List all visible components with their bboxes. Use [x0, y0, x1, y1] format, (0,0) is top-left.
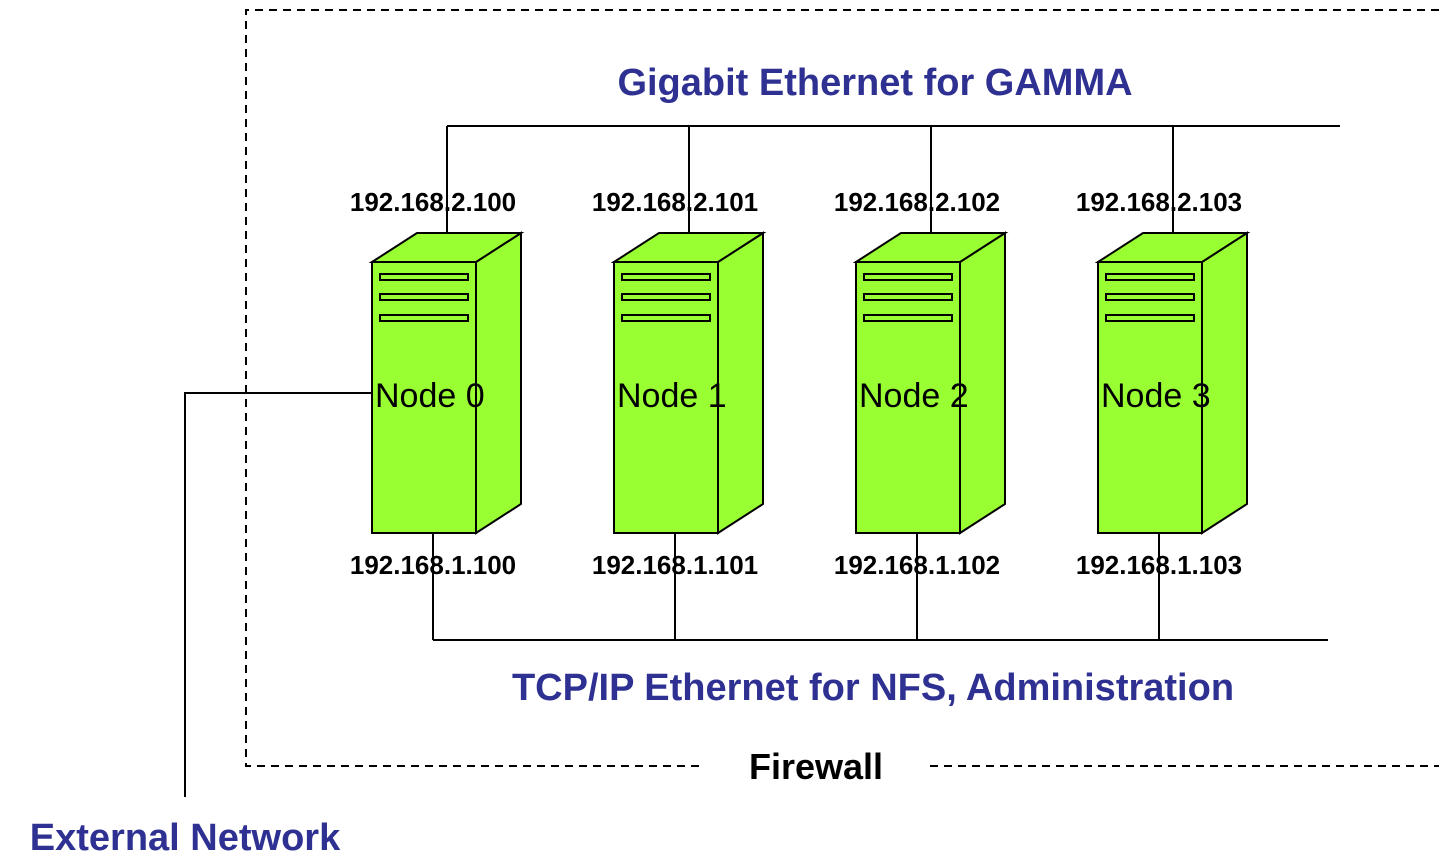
server-front-face	[613, 261, 719, 534]
ip-gigabit-3: 192.168.2.103	[1076, 187, 1242, 217]
drive-bay-2	[621, 314, 711, 322]
gigabit-bus	[446, 125, 1340, 248]
ip-tcp-1: 192.168.1.101	[592, 550, 758, 580]
drive-bay-1	[379, 293, 469, 301]
drive-bay-2	[379, 314, 469, 322]
ip-tcp-0: 192.168.1.100	[350, 550, 516, 580]
drive-bay-1	[621, 293, 711, 301]
server-front-face	[1097, 261, 1203, 534]
drive-bay-0	[863, 273, 953, 281]
server-front-face	[371, 261, 477, 534]
server-node-0: Node 0	[368, 231, 525, 535]
drive-bay-0	[1105, 273, 1195, 281]
ip-gigabit-1: 192.168.2.101	[592, 187, 758, 217]
drive-bay-0	[379, 273, 469, 281]
ip-gigabit-0: 192.168.2.100	[350, 187, 516, 217]
firewall-label: Firewall	[749, 746, 883, 787]
node-label-0: Node 0	[375, 377, 485, 415]
node-label-1: Node 1	[617, 377, 727, 415]
firewall-boundary	[245, 9, 1439, 767]
drive-bay-0	[621, 273, 711, 281]
server-front-face	[855, 261, 961, 534]
external-network-label: External Network	[30, 817, 341, 858]
node-label-3: Node 3	[1101, 377, 1211, 415]
server-node-2: Node 2	[852, 231, 1009, 535]
node-label-2: Node 2	[859, 377, 969, 415]
ip-tcp-3: 192.168.1.103	[1076, 550, 1242, 580]
tcpip-bus	[432, 533, 1328, 641]
drive-bay-1	[1105, 293, 1195, 301]
server-group: Node 0 192.168.2.100 192.168.1.100 Node 1 19…	[350, 187, 1251, 580]
tcpip-network-title: TCP/IP Ethernet for NFS, Administration	[512, 667, 1234, 709]
server-node-3: Node 3	[1094, 231, 1251, 535]
ip-gigabit-2: 192.168.2.102	[834, 187, 1000, 217]
server-node-1: Node 1	[610, 231, 767, 535]
gigabit-network-title: Gigabit Ethernet for GAMMA	[617, 62, 1132, 104]
drive-bay-2	[863, 314, 953, 322]
drive-bay-2	[1105, 314, 1195, 322]
ip-tcp-2: 192.168.1.102	[834, 550, 1000, 580]
drive-bay-1	[863, 293, 953, 301]
external-link	[184, 392, 372, 797]
